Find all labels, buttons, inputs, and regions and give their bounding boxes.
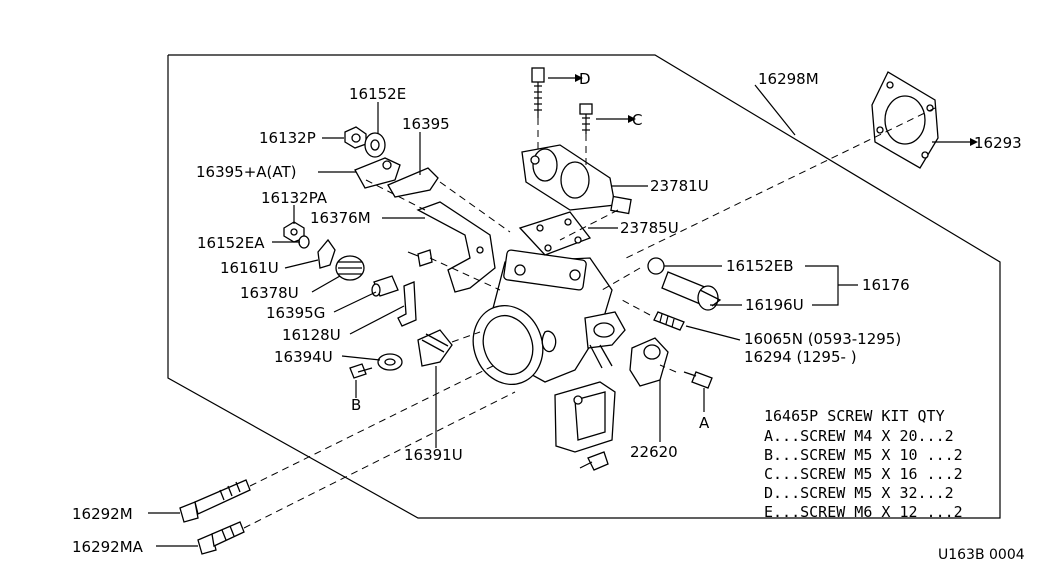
label-16395: 16395	[402, 115, 450, 133]
nut-16132p	[344, 126, 367, 149]
sensor-22620	[629, 337, 669, 387]
washer-16152e	[364, 132, 386, 158]
label-16152eb: 16152EB	[726, 257, 794, 275]
label-16161u: 16161U	[220, 259, 279, 277]
screw-kit-row: D...SCREW M5 X 32...2	[764, 484, 954, 502]
label-16152ea: 16152EA	[197, 234, 265, 252]
screw-kit-row: B...SCREW M5 X 10 ...2	[764, 446, 963, 464]
label-16292m: 16292M	[72, 505, 133, 523]
nut-16132pa	[283, 221, 305, 243]
spring-16378u	[335, 255, 365, 281]
washer-16152ea	[298, 235, 310, 249]
align-line-cam	[439, 181, 511, 233]
screw-c	[579, 103, 593, 170]
screw-kit-header: 16465P SCREW KIT QTY	[764, 407, 945, 425]
label-16298m: 16298M	[758, 70, 819, 88]
label-16196u: 16196U	[745, 296, 804, 314]
screw-d	[531, 67, 545, 152]
label-23785u: 23785U	[620, 219, 679, 237]
label-screw-c: C	[632, 111, 642, 129]
label-16293: 16293	[974, 134, 1022, 152]
label-23781u: 23781U	[650, 177, 709, 195]
align-line-spring	[451, 331, 481, 343]
screw-kit-table: 16465P SCREW KIT QTY A...SCREW M4 X 20..…	[764, 407, 963, 521]
label-16378u: 16378U	[240, 284, 299, 302]
label-16376m: 16376M	[310, 209, 371, 227]
screw-b	[349, 363, 373, 379]
gasket-16293	[871, 71, 939, 169]
label-screw-a: A	[699, 414, 710, 432]
assembly-outline	[167, 54, 1001, 519]
label-16292ma: 16292MA	[72, 538, 144, 556]
label-16128u: 16128U	[282, 326, 341, 344]
bolt-16292ma	[197, 521, 245, 555]
throttle-bracket	[554, 381, 616, 453]
throttle-body	[472, 249, 626, 385]
screw-kit-row: C...SCREW M5 X 16 ...2	[764, 465, 963, 483]
screw-a	[683, 371, 713, 389]
cam-16395	[387, 167, 439, 198]
align-line-iacv	[559, 209, 619, 241]
align-line-oring	[601, 267, 641, 291]
screw-kit-row: E...SCREW M6 X 12 ...2	[764, 503, 963, 521]
label-16391u: 16391U	[404, 446, 463, 464]
screw-small-left	[407, 249, 433, 267]
diagram-code: U163B 0004	[938, 547, 1025, 563]
label-16395g: 16395G	[266, 304, 325, 322]
label-16395-a-at: 16395+A(AT)	[196, 163, 297, 181]
align-line-bolt-ma	[243, 391, 516, 529]
label-16176: 16176	[862, 276, 910, 294]
spring-16391u	[417, 329, 453, 367]
screw-kit-row: A...SCREW M4 X 20...2	[764, 427, 954, 445]
label-22620: 22620	[630, 443, 678, 461]
clip-16128u	[397, 281, 417, 327]
label-16132pa: 16132PA	[261, 189, 328, 207]
align-line-screw-a	[659, 364, 677, 373]
lever-16161u	[317, 238, 336, 269]
bolt-16292m	[179, 479, 251, 523]
align-line-bolt-m	[249, 364, 496, 487]
label-16152e: 16152E	[349, 85, 406, 103]
label-screw-b: B	[351, 396, 361, 414]
sensor-16196u	[661, 271, 722, 311]
iacv-gasket	[518, 211, 592, 256]
label-screw-d: D	[579, 70, 591, 88]
label-16065n: 16065N (0593-1295)	[744, 330, 901, 348]
arrow-tips	[575, 74, 978, 146]
align-line-gasket	[621, 107, 936, 261]
label-16294: 16294 (1295- )	[744, 348, 857, 366]
align-line-screw	[429, 257, 501, 291]
stud-16065n	[653, 311, 685, 331]
align-line-stud	[621, 299, 651, 316]
label-16132p: 16132P	[259, 129, 316, 147]
washer-16394u	[377, 353, 403, 371]
o-ring-16152eb	[647, 257, 665, 275]
bracket-screw	[579, 451, 609, 471]
leader-lines	[148, 77, 970, 547]
bracket-16376m	[416, 201, 496, 293]
collar-16395g	[371, 275, 399, 297]
iacv-valve	[521, 144, 632, 215]
label-16394u: 16394U	[274, 348, 333, 366]
